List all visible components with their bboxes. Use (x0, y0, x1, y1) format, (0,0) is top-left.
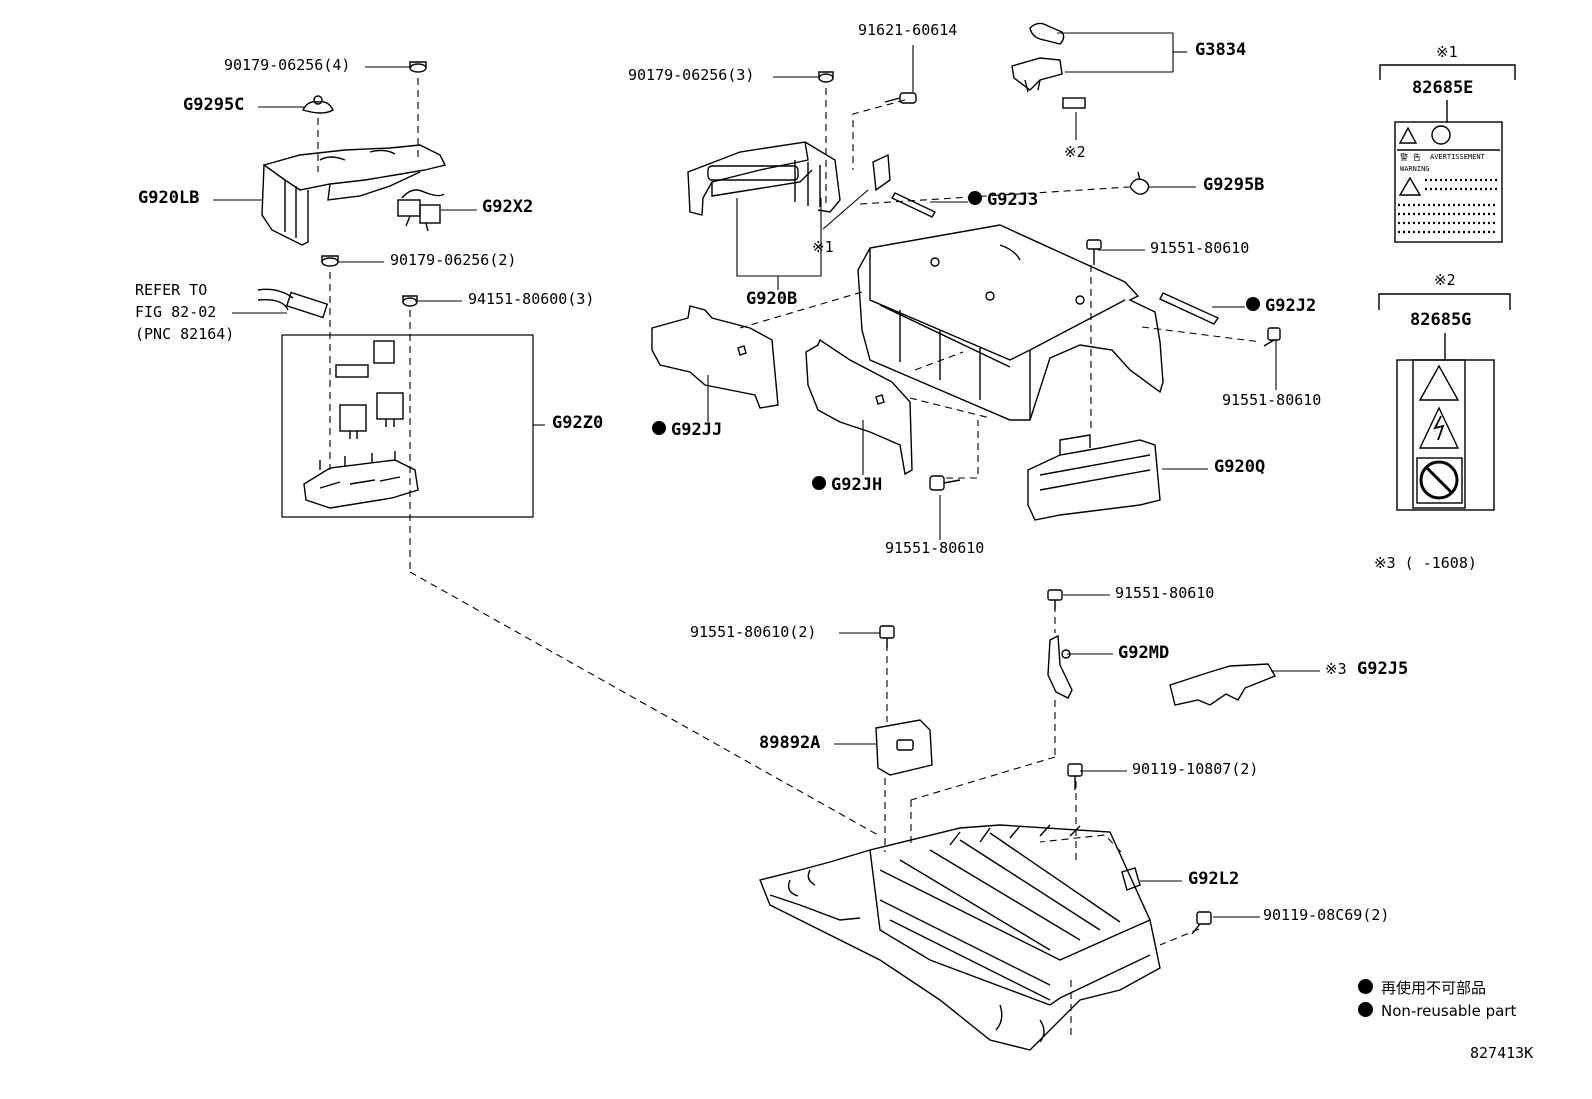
label-g3834: G3834 (1195, 40, 1247, 60)
non-reusable-dot (968, 191, 982, 205)
insulator-sheet-g92jh (805, 338, 913, 476)
tray-part-g920q (1027, 434, 1161, 521)
label-91551-80610-2: 91551-80610(2) (690, 623, 817, 641)
nut-icon-94151 (402, 295, 418, 307)
label-g92j5: G92J5 (1357, 659, 1409, 679)
warning-text-en: WARNING (1400, 165, 1430, 173)
cap-part-g92l2 (1121, 867, 1141, 891)
battery-cover-part (857, 224, 1164, 421)
label-g92md: G92MD (1118, 643, 1170, 663)
label-89892a: 89892A (759, 733, 821, 753)
label-g92jh: G92JH (812, 475, 883, 495)
bolt-icon-91551-d (1047, 589, 1063, 610)
legend-dot-icon (1358, 979, 1373, 994)
connector-ref-82164 (257, 288, 329, 319)
label-note2-head: ※2 (1434, 271, 1456, 289)
legend-en: Non-reusable part (1358, 1002, 1516, 1020)
nut-icon-90179-4 (409, 61, 427, 73)
label-bracket-1 (1379, 64, 1516, 122)
non-reusable-dot (652, 421, 666, 435)
relay-group-box (281, 334, 534, 518)
label-g9295b: G9295B (1203, 175, 1265, 195)
spacer-part-g92j5 (1169, 663, 1277, 706)
bracket-part-g92md (1047, 634, 1073, 699)
warning-text-jp: 警 告 (1400, 153, 1421, 162)
non-reusable-dot (812, 476, 826, 490)
label-g92j2-text: G92J2 (1265, 296, 1317, 316)
bolt-icon-90119-b (1191, 911, 1212, 935)
label-g9295c: G9295C (183, 95, 245, 115)
label-82685e: 82685E (1412, 78, 1474, 98)
legend-en-text: Non-reusable part (1381, 1002, 1517, 1020)
label-g920q: G920Q (1214, 457, 1266, 477)
label-g92z0: G92Z0 (552, 413, 604, 433)
label-g92jj: G92JJ (652, 420, 723, 440)
label-fig-82-02: FIG 82-02 (135, 303, 217, 321)
label-91551-80610-b: 91551-80610 (1222, 391, 1322, 409)
label-g920b: G920B (746, 289, 798, 309)
label-note1-head: ※1 (1436, 43, 1458, 61)
caution-label-82685g (1396, 359, 1495, 511)
label-note1-tag: ※1 (812, 238, 834, 256)
label-91551-80610-c: 91551-80610 (885, 539, 985, 557)
label-82685g: 82685G (1410, 310, 1472, 330)
warning-text-fr: AVERTISSEMENT (1430, 153, 1485, 161)
bolt-icon-91551-c (929, 475, 961, 491)
label-g92jj-text: G92JJ (671, 420, 723, 440)
label-g92j2: G92J2 (1246, 296, 1317, 316)
label-91621-60614: 91621-60614 (858, 21, 958, 39)
insulator-sheet-g92jj (651, 305, 779, 409)
bolt-icon-91551-e (879, 625, 895, 648)
bolt-icon-91551-a (1086, 239, 1102, 265)
label-bracket-2 (1378, 293, 1511, 360)
label-94151-80600-3: 94151-80600(3) (468, 290, 595, 308)
caution-label-82685e (1394, 121, 1503, 243)
legend-dot-icon (1358, 1002, 1373, 1017)
harness-part-g92x2 (397, 189, 445, 232)
bolt-icon-91621 (884, 92, 917, 104)
sensor-part-g3834 (1011, 22, 1086, 109)
label-90119-10807-2: 90119-10807(2) (1132, 760, 1259, 778)
bracket-part-g920b (687, 141, 841, 216)
label-g920lb: G920LB (138, 188, 200, 208)
bolt-icon-90119-a (1067, 763, 1083, 790)
label-g92j3: G92J3 (968, 190, 1039, 210)
non-reusable-dot (1246, 297, 1260, 311)
cover-part-g920lb (261, 144, 447, 246)
nut-icon-90179-2 (321, 255, 339, 267)
label-g92jh-text: G92JH (831, 475, 883, 495)
nut-icon-90179-3 (818, 71, 834, 83)
label-note2-tag: ※2 (1064, 143, 1086, 161)
label-pnc-82164: (PNC 82164) (135, 325, 235, 343)
diagram-id: 827413K (1470, 1044, 1534, 1062)
label-91551-80610-a: 91551-80610 (1150, 239, 1250, 257)
label-note3-range: ※3 ( -1608) (1374, 554, 1477, 572)
legend-jp-text: 再使用不可部品 (1381, 979, 1487, 997)
legend-jp: 再使用不可部品 (1358, 977, 1486, 998)
relay-parts (303, 340, 419, 509)
clip-icon-g9295c (302, 95, 334, 114)
seal-strip-g92j3 (891, 192, 936, 218)
label-refer-to: REFER TO (135, 281, 208, 299)
label-90179-06256-2: 90179-06256(2) (390, 251, 517, 269)
label-note3-tag: ※3 (1325, 660, 1347, 678)
clip-icon-g9295b (1129, 171, 1150, 195)
label-91551-80610-d: 91551-80610 (1115, 584, 1215, 602)
assembly-dash-lines (317, 78, 1262, 1035)
label-g92l2: G92L2 (1188, 869, 1240, 889)
seal-strip-g92j2 (1159, 292, 1220, 325)
bolt-icon-91551-b (1263, 327, 1281, 347)
label-g92x2: G92X2 (482, 197, 534, 217)
label-90119-08c69-2: 90119-08C69(2) (1263, 906, 1390, 924)
label-90179-06256-3: 90179-06256(3) (628, 66, 755, 84)
controller-part-89892a (875, 719, 933, 776)
battery-pack-assembly (759, 824, 1161, 1051)
leader-lines (213, 32, 1320, 918)
label-90179-06256-4: 90179-06256(4) (224, 56, 351, 74)
label-g92j3-text: G92J3 (987, 190, 1039, 210)
label-sticker-note1 (872, 153, 891, 192)
